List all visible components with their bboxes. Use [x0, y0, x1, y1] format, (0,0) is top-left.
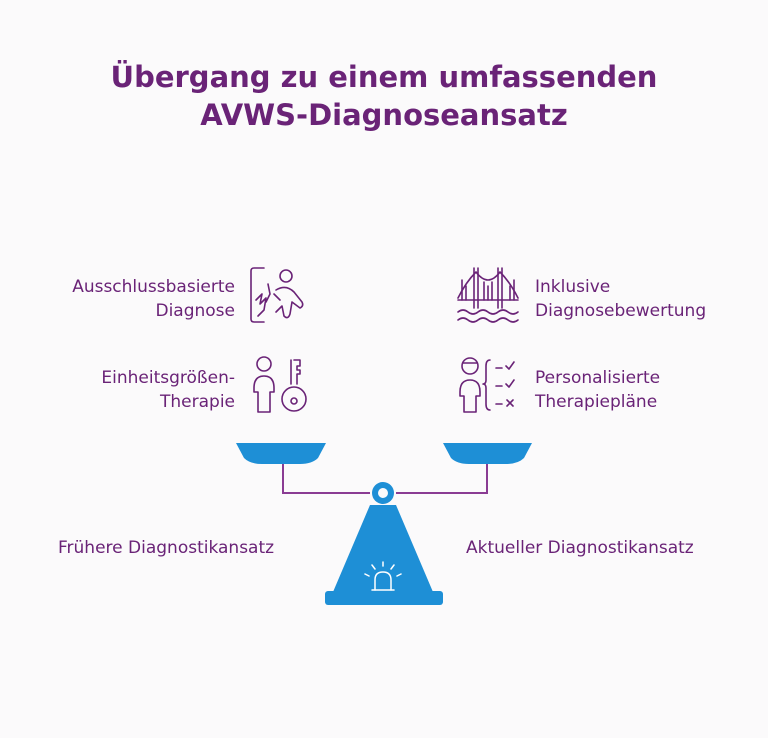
one-size-therapy-label: Einheitsgrößen- Therapie	[101, 368, 235, 412]
exclusion-diagnosis-icon	[250, 267, 304, 323]
person-key-icon	[253, 356, 307, 413]
title-line-1: Übergang zu einem umfassenden	[110, 60, 658, 94]
inclusive-diagnosis-label: Inklusive Diagnosebewertung	[535, 277, 707, 321]
right-pan	[443, 443, 532, 464]
left-pan	[236, 443, 326, 464]
page-title: Übergang zu einem umfassenden AVWS-Diagn…	[0, 58, 768, 134]
person-checklist-icon	[459, 357, 515, 413]
current-approach-caption: Aktueller Diagnostikansatz	[466, 538, 694, 558]
personalized-therapy-label: Personalisierte Therapiepläne	[535, 368, 661, 412]
scale-stand	[333, 505, 433, 592]
lamp-icon	[364, 561, 402, 591]
pivot-hole	[378, 488, 388, 498]
title-line-2: AVWS-Diagnoseansatz	[200, 98, 568, 132]
scale-arms	[282, 462, 488, 494]
previous-approach-caption: Frühere Diagnostikansatz	[58, 538, 275, 558]
bridge-icon	[457, 267, 519, 323]
exclusion-diagnosis-label: Ausschlussbasierte Diagnose	[72, 277, 235, 321]
scale-base	[325, 591, 443, 605]
